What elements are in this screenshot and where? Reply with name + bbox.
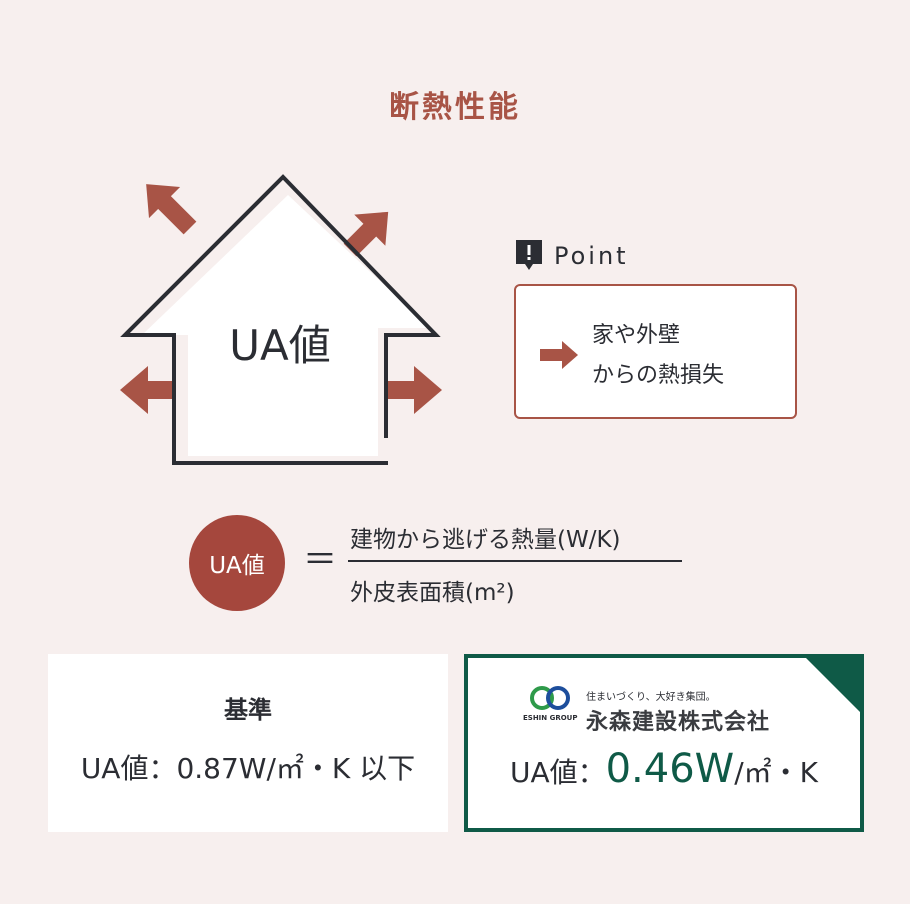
house-diagram [120,174,442,465]
equals-sign: ＝ [303,540,337,580]
arrow-right-icon [386,366,442,414]
formula-numerator: 建物から逃げる熱量(W/K) [350,527,621,553]
point-box: 家や外壁からの熱損失 [514,284,797,419]
value-number: 0.46W [605,746,735,792]
point-line: 家や外壁 [592,323,681,348]
house-label: UA値 [229,321,331,370]
alert-pin-icon [516,240,542,270]
company-tagline: 住まいづくり、大好き集団。 [586,692,716,703]
ua-badge: UA値 [189,515,285,611]
arrow-right-icon [540,341,578,369]
point-label: Point [554,242,629,270]
arrow-left-icon [120,366,176,414]
heat-loss-arrows [120,184,442,414]
formula-denominator: 外皮表面積(m²) [350,580,515,606]
standard-card: 基準 UA値：0.87W/㎡・K 以下 [48,654,448,832]
company-logo: ESHIN GROUP [523,686,577,722]
arrow-up-left-icon [146,184,197,235]
corner-decoration [804,658,860,714]
value-unit: /㎡・K [734,756,819,789]
value-prefix: UA値： [509,756,606,789]
company-value: UA値：0.46W/㎡・K [468,746,860,792]
point-line: からの熱損失 [592,363,725,388]
page-title: 断熱性能 [389,90,521,125]
fraction-line [348,560,682,562]
company-name: 永森建設株式会社 [586,710,771,735]
logo-text: ESHIN GROUP [523,714,578,722]
standard-value: UA値：0.87W/㎡・K 以下 [80,752,416,785]
standard-heading: 基準 [224,696,272,724]
company-card: ESHIN GROUP 住まいづくり、大好き集団。 永森建設株式会社 UA値：0… [464,654,864,832]
